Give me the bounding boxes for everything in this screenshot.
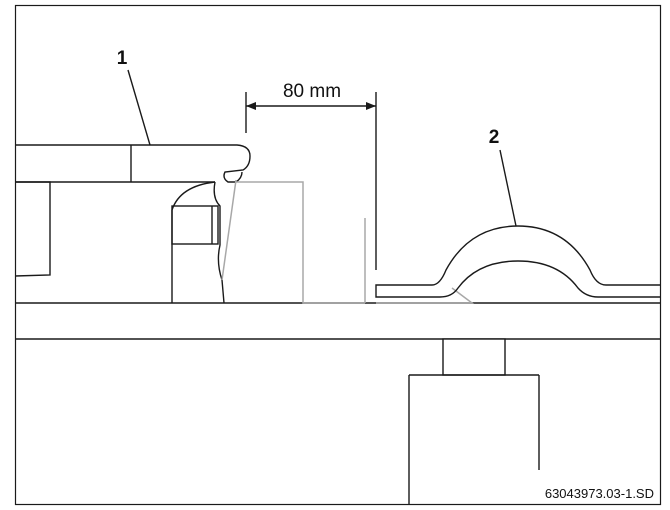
- callout-leader-2: [499, 149, 517, 227]
- callout-leader-1: [127, 69, 151, 146]
- dimension-arrowhead-left: [246, 102, 256, 110]
- callout-label-2: 2: [489, 127, 500, 148]
- dimension-label: 80 mm: [283, 81, 341, 102]
- hidden-outline-strip: [221, 179, 475, 304]
- lower-support: [408, 338, 540, 505]
- part-2-bracket: [375, 225, 660, 298]
- callout-label-1: 1: [117, 48, 128, 69]
- dimension-arrowhead-right: [366, 102, 376, 110]
- figure-code: 63043973.03-1.SD: [545, 486, 654, 501]
- part-1-body: [14, 144, 251, 304]
- drawing-frame: [14, 4, 662, 506]
